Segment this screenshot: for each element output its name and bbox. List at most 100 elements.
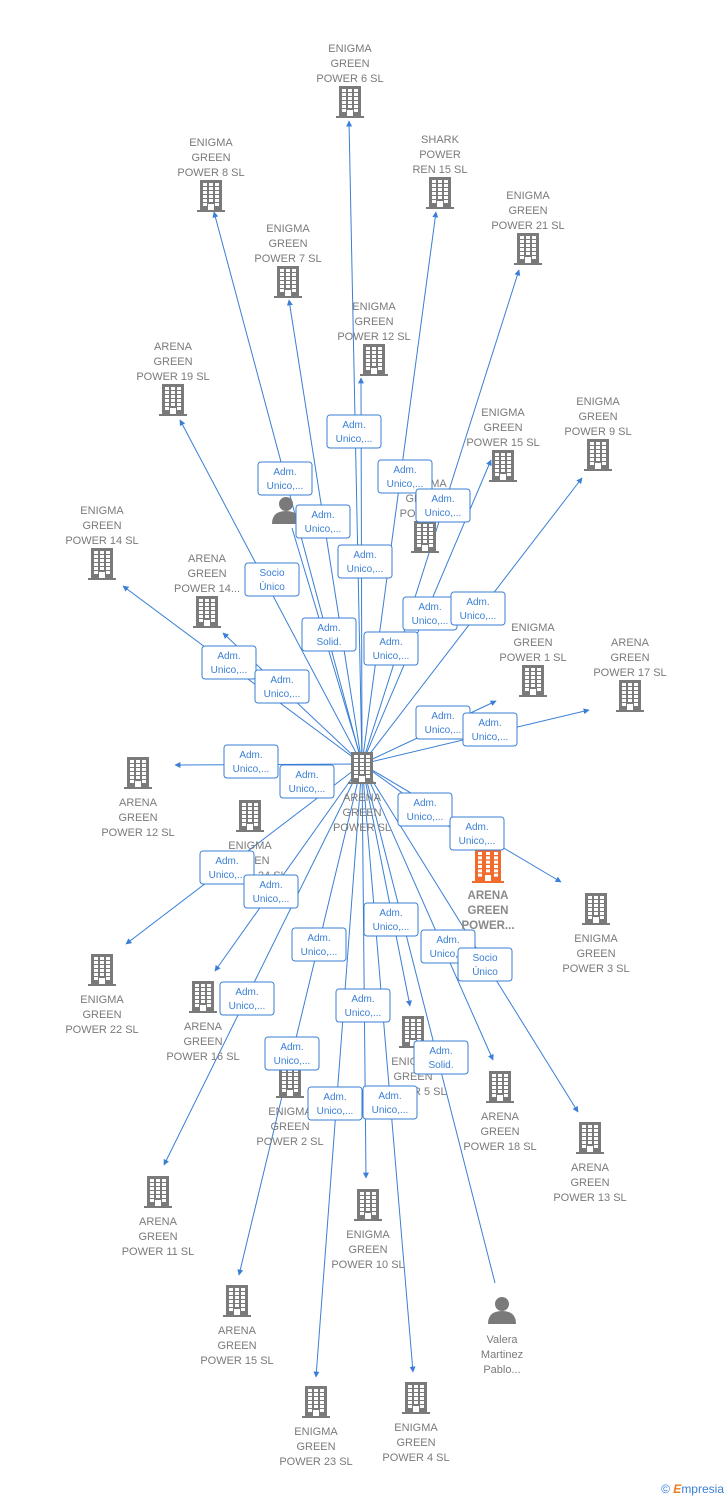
relation-text: Solid. <box>428 1060 453 1071</box>
person-icon <box>272 497 300 524</box>
node-label-line: GREEN <box>217 1340 256 1352</box>
edge-center-eg23 <box>313 763 363 1378</box>
relation-label[interactable]: Adm.Unico,... <box>219 981 275 1016</box>
node-label-line: POWER 16 SL <box>166 1051 239 1063</box>
relation-label[interactable]: Adm.Unico,... <box>335 988 391 1023</box>
relation-label[interactable]: Adm.Unico,... <box>254 669 310 704</box>
node-label-line: ENIGMA <box>266 223 310 235</box>
node-ag_focus[interactable]: ARENAGREENPOWER... <box>461 849 515 932</box>
relation-text: Unico,... <box>253 894 290 905</box>
relation-label[interactable]: Adm.Unico,... <box>415 488 471 523</box>
relation-label[interactable]: Adm.Unico,... <box>291 927 347 962</box>
node-label-line: GREEN <box>578 411 617 423</box>
node-label-line: POWER 12 SL <box>337 331 410 343</box>
building-icon <box>472 849 504 883</box>
relation-label[interactable]: Adm.Unico,... <box>243 874 299 909</box>
relation-label[interactable]: Adm.Solid. <box>301 617 357 652</box>
relation-label[interactable]: Adm.Unico,... <box>201 645 257 680</box>
relation-text: Unico,... <box>472 732 509 743</box>
relation-text: Unico,... <box>387 479 424 490</box>
relation-box <box>295 504 351 539</box>
relation-text: Adm. <box>351 994 374 1005</box>
node-label-line: Pablo... <box>483 1364 520 1376</box>
relation-label[interactable]: Adm.Unico,... <box>223 744 279 779</box>
relation-label[interactable]: Adm.Unico,... <box>363 902 419 937</box>
building-icon <box>486 1071 514 1103</box>
relation-label[interactable]: Adm.Unico,... <box>450 591 506 626</box>
relation-label[interactable]: Adm.Unico,... <box>449 816 505 851</box>
node-label-line: GREEN <box>483 422 522 434</box>
node-valera[interactable]: ValeraMartinezPablo... <box>481 1297 523 1376</box>
relation-label[interactable]: Adm.Unico,... <box>397 792 453 827</box>
relation-text: Solid. <box>316 637 341 648</box>
relation-label[interactable]: Adm.Unico,... <box>295 504 351 539</box>
relation-box <box>243 874 299 909</box>
relation-label[interactable]: Adm.Unico,... <box>402 596 458 631</box>
node-label-line: ENIGMA <box>574 933 618 945</box>
node-label-line: POWER SL <box>333 822 391 834</box>
node-label-line: ENIGMA <box>576 396 620 408</box>
building-icon <box>189 981 217 1013</box>
node-label-line: POWER 18 SL <box>463 1141 536 1153</box>
relation-label[interactable]: Adm.Unico,... <box>257 461 313 496</box>
relation-box <box>326 414 382 449</box>
relation-label[interactable]: Adm. Unico,... <box>462 712 518 747</box>
relation-label[interactable]: Adm.Unico,... <box>199 850 255 885</box>
relation-text: Unico,... <box>211 665 248 676</box>
building-icon <box>402 1382 430 1414</box>
building-icon <box>584 439 612 471</box>
relation-label[interactable]: Adm.Unico,... <box>326 414 382 449</box>
node-label-line: POWER 15 SL <box>466 437 539 449</box>
relation-label[interactable]: Adm.Solid. <box>413 1040 469 1075</box>
node-label-line: GREEN <box>270 1121 309 1133</box>
relation-label[interactable]: Adm.Unico,... <box>264 1036 320 1071</box>
relation-label[interactable]: Adm.Unico,... <box>363 631 419 666</box>
relation-label[interactable]: Adm.Unico,... <box>415 705 471 740</box>
brand-watermark[interactable]: © Empresia <box>661 1482 724 1496</box>
relation-label[interactable]: Adm.Unico,... <box>377 459 433 494</box>
relation-label[interactable]: Adm.Unico,... <box>307 1086 363 1121</box>
node-label-line: ARENA <box>571 1162 610 1174</box>
relation-text: Único <box>259 580 285 593</box>
relation-label[interactable]: Adm.Unico,... <box>362 1085 418 1120</box>
relation-box <box>413 1040 469 1075</box>
node-label-line: POWER 8 SL <box>177 167 244 179</box>
node-label-line: ENIGMA <box>506 190 550 202</box>
node-label-line: ARENA <box>218 1325 257 1337</box>
relation-text: Adm. <box>478 718 501 729</box>
relation-text: Adm. <box>280 1042 303 1053</box>
relation-label[interactable]: Adm.Unico,... <box>279 764 335 799</box>
relation-label[interactable]: Adm.Unico,... <box>337 544 393 579</box>
relation-text: Unico,... <box>373 651 410 662</box>
node-label-line: GREEN <box>508 205 547 217</box>
